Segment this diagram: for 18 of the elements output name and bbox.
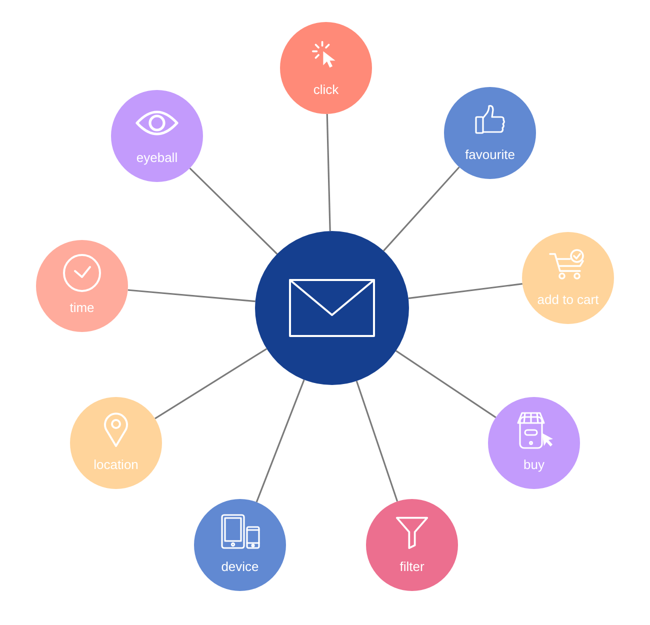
circle-label: favourite <box>465 147 515 163</box>
circle-label: location <box>94 457 138 473</box>
connector-line <box>128 289 256 302</box>
connector-line <box>326 114 331 232</box>
connector-line <box>154 348 268 420</box>
circle-label: time <box>70 300 94 316</box>
circle-label: device <box>221 559 259 575</box>
connector-line <box>356 380 398 502</box>
circle-label: filter <box>400 559 424 575</box>
circle-label: eyeball <box>136 150 178 166</box>
connector-line <box>256 380 305 502</box>
connector-line <box>383 166 460 252</box>
connector-line <box>189 168 278 255</box>
connector-line <box>408 283 522 300</box>
connector-line <box>396 350 496 418</box>
circle-label: click <box>313 82 339 98</box>
circle-label: add to cart <box>537 292 599 308</box>
circle-label: buy <box>524 457 544 473</box>
